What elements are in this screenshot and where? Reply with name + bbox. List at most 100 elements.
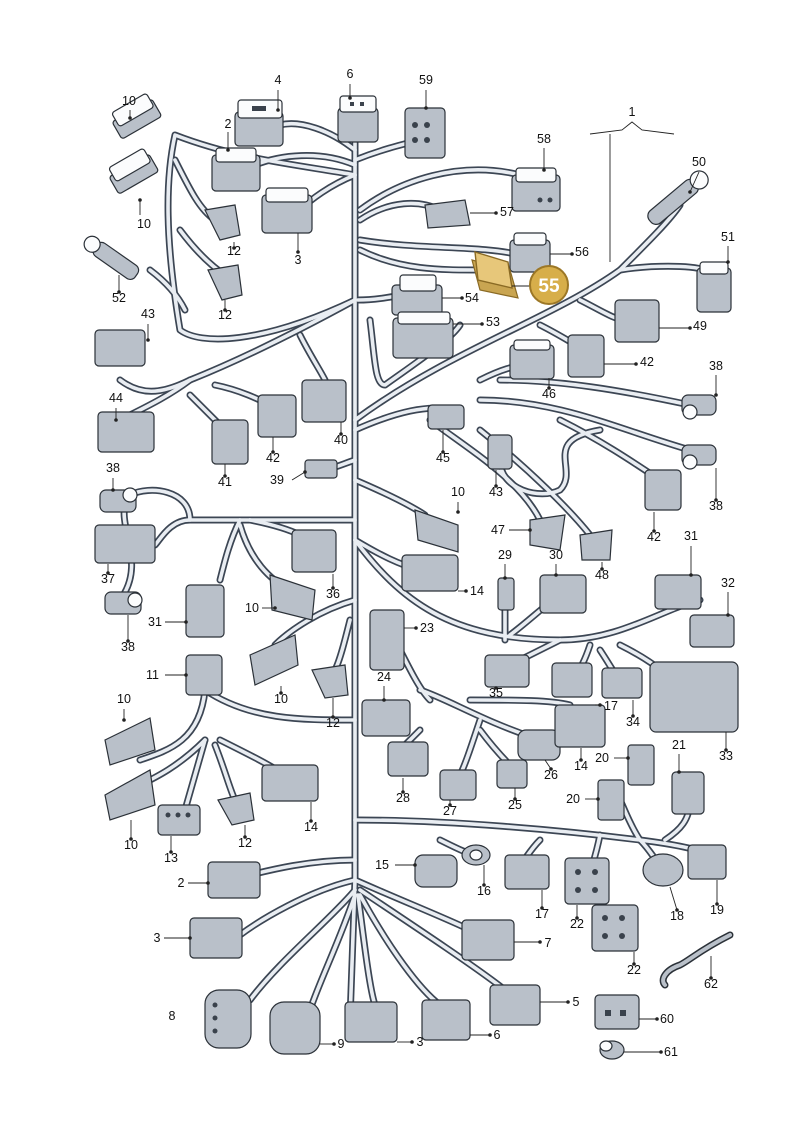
callout-leader-dot (575, 916, 579, 920)
branch-3-bottom-core (238, 878, 357, 937)
callout-7: 7 (514, 936, 552, 950)
callout-leader-dot (129, 837, 133, 841)
callout-label: 10 (274, 692, 288, 706)
connector-19 (687, 844, 727, 880)
branch-55-core (358, 248, 482, 272)
callout-10: 10 (122, 94, 136, 120)
callout-label: 10 (137, 217, 151, 231)
bracket-1 (589, 121, 675, 135)
callout-43: 43 (141, 307, 155, 342)
callout-32: 32 (721, 576, 735, 617)
callout-leader-dot (579, 758, 583, 762)
highlight-label: 55 (538, 276, 560, 297)
callout-label: 57 (500, 205, 514, 219)
connector-6 (337, 95, 379, 143)
callout-leader-dot (709, 976, 713, 980)
callout-label: 23 (420, 621, 434, 635)
callout-label: 11 (146, 668, 159, 682)
callout-leader-dot (146, 338, 150, 342)
connector-12 (217, 792, 255, 826)
callout-leader-dot (331, 715, 335, 719)
callout-10: 10 (451, 485, 465, 514)
connector-29 (497, 577, 515, 611)
callout-label: 8 (169, 1009, 176, 1023)
callout-label: 45 (436, 451, 450, 465)
callout-leader-dot (689, 573, 693, 577)
connector-52 (83, 235, 140, 281)
callout-34: 34 (626, 700, 640, 729)
callout-label: 50 (692, 155, 706, 169)
callout-label: 14 (574, 759, 588, 773)
callout-11: 11 (146, 668, 188, 682)
callout-leader-dot (206, 881, 210, 885)
callout-22: 22 (627, 952, 641, 977)
callout-51: 51 (721, 230, 735, 264)
callout-leader-dot (184, 620, 188, 624)
callout-10: 10 (245, 601, 277, 615)
callout-6: 6 (347, 67, 354, 100)
callout-29: 29 (498, 548, 512, 580)
connector-12 (311, 664, 349, 699)
callout-leader-dot (528, 528, 532, 532)
connector-33 (649, 661, 739, 733)
highlight-badge-55: 55 (512, 265, 569, 305)
callout-label: 58 (537, 132, 551, 146)
callout-label: 60 (660, 1012, 674, 1026)
callout-label: 62 (704, 977, 718, 991)
callout-leader-dot (726, 613, 730, 617)
callout-leader-dot (273, 606, 277, 610)
callout-label: 38 (121, 640, 135, 654)
callout-45: 45 (436, 430, 450, 465)
connector-45 (427, 404, 465, 430)
branch-left-10-core (166, 133, 357, 341)
callout-label: 12 (218, 308, 232, 322)
callout-9: 9 (320, 1037, 345, 1051)
callout-leader-dot (232, 246, 236, 250)
callout-leader-dot (460, 296, 464, 300)
connector-22 (564, 857, 610, 905)
connector-10 (104, 717, 156, 766)
callout-39: 39 (270, 470, 307, 487)
callout-leader-dot (547, 386, 551, 390)
callout-3: 3 (154, 931, 192, 945)
callout-label: 9 (338, 1037, 345, 1051)
connector-7 (461, 919, 515, 961)
callout-label: 3 (154, 931, 161, 945)
callout-label: 52 (112, 291, 126, 305)
callout-label: 1 (629, 105, 636, 119)
connector-46 (509, 339, 555, 380)
connector-4 (234, 99, 284, 147)
callout-label: 14 (304, 820, 318, 834)
callout-leader-dot (726, 260, 730, 264)
callout-leader-dot (659, 1050, 663, 1054)
callout-leader-dot (596, 797, 600, 801)
callout-8: 8 (169, 1009, 176, 1023)
callout-leader-dot (122, 718, 126, 722)
callout-leader-dot (223, 474, 227, 478)
callout-label: 59 (419, 73, 433, 87)
callout-4: 4 (275, 73, 282, 112)
callout-leader-dot (480, 322, 484, 326)
callout-leader-dot (331, 586, 335, 590)
callout-label: 12 (326, 716, 340, 730)
callout-label: 27 (443, 804, 457, 818)
connector-9 (269, 1001, 321, 1055)
callout-62: 62 (704, 956, 718, 991)
callout-label: 43 (489, 485, 503, 499)
callout-label: 53 (486, 315, 500, 329)
callout-61: 61 (624, 1045, 678, 1059)
callout-label: 19 (710, 903, 724, 917)
connector-12 (207, 264, 243, 301)
connectors (83, 93, 739, 1060)
callout-38: 38 (106, 461, 120, 492)
callout-label: 41 (218, 475, 232, 489)
callout-42: 42 (604, 355, 654, 369)
connector-36 (291, 529, 337, 573)
callout-leader-dot (226, 148, 230, 152)
connector-59 (404, 107, 446, 159)
callout-17: 17 (535, 890, 549, 921)
callout-label: 20 (566, 792, 580, 806)
callout-38: 38 (709, 468, 723, 513)
connector-18 (642, 853, 684, 887)
connector-30 (539, 574, 587, 614)
